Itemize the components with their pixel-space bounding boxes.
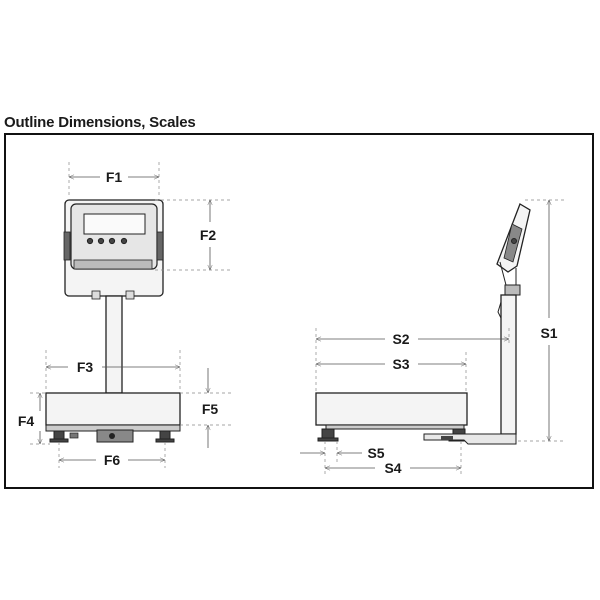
drawing-frame [4, 133, 594, 489]
label-s4: S4 [384, 460, 401, 476]
label-f4: F4 [18, 413, 35, 429]
label-s1: S1 [540, 325, 557, 341]
front-view: F1 F2 F3 F4 [18, 162, 232, 468]
side-column [497, 284, 521, 435]
label-s3: S3 [392, 356, 409, 372]
label-f3: F3 [77, 359, 94, 375]
front-indicator [63, 199, 164, 300]
dimension-f2: F2 [155, 199, 232, 271]
side-base [317, 424, 517, 445]
dimension-s3: S3 [315, 352, 467, 392]
dimension-f3: F3 [45, 350, 181, 392]
dimension-s2: S2 [315, 328, 510, 392]
label-f1: F1 [106, 169, 123, 185]
dimension-s4: S4 [324, 441, 462, 476]
front-platform [45, 392, 181, 426]
label-f6: F6 [104, 452, 121, 468]
dimension-f5: F5 [180, 368, 232, 448]
dimension-f4: F4 [18, 392, 50, 445]
front-base [45, 424, 181, 443]
side-indicator [496, 203, 531, 286]
side-view: S1 S2 S3 S5 S4 [300, 199, 565, 476]
page-title: Outline Dimensions, Scales [4, 114, 196, 131]
label-s5: S5 [367, 445, 384, 461]
label-f5: F5 [202, 401, 219, 417]
dimension-s5: S5 [300, 441, 385, 476]
dimension-f1: F1 [68, 162, 160, 198]
side-platform [315, 392, 468, 426]
front-column [105, 295, 123, 394]
label-f2: F2 [200, 227, 217, 243]
dimension-f6: F6 [58, 442, 166, 468]
dimension-s1: S1 [518, 199, 565, 442]
label-s2: S2 [392, 331, 409, 347]
